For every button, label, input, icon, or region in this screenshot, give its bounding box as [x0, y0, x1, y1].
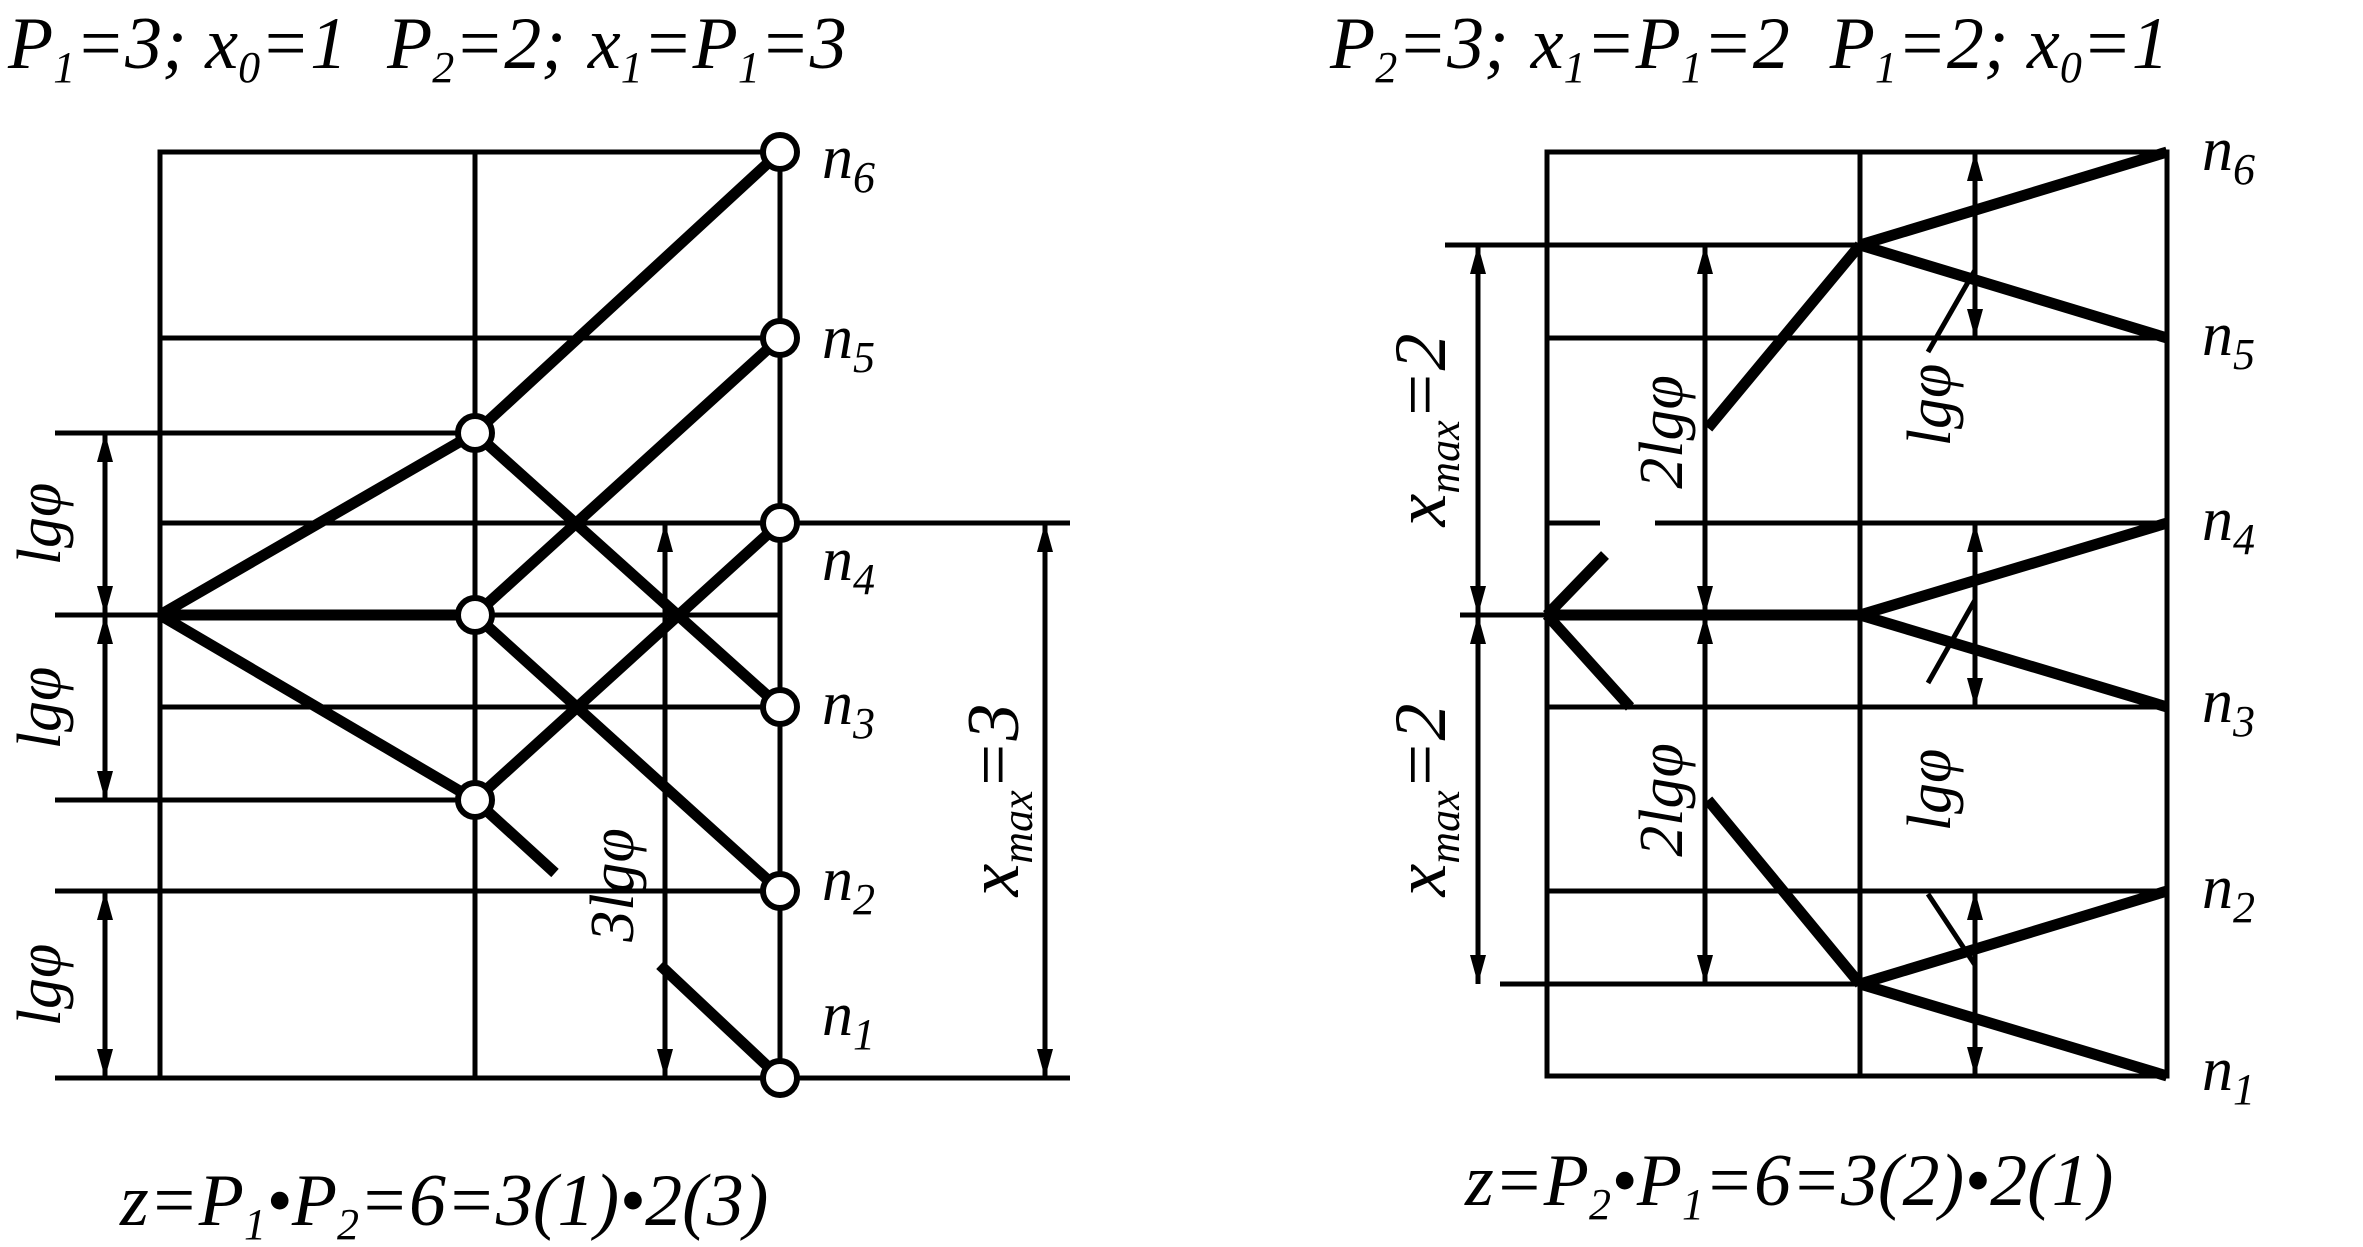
right-speed-labels: n6 n5 n4 n3 n2 n1: [2202, 116, 2255, 1114]
right-formula: z=P2•P1=6=3(2)•2(1): [1464, 1140, 2113, 1229]
right-n2: n2: [2202, 854, 2255, 932]
right-two-lg-lower: 2lgφ: [1628, 743, 1696, 857]
left-speed-labels: n6 n5 n4 n3 n2 n1: [822, 124, 875, 1059]
left-xmax: xmax=3: [953, 703, 1042, 897]
left-lg-upper: lgφ: [6, 483, 74, 566]
left-formula: z=P1•P2=6=3(1)•2(3): [119, 1160, 768, 1247]
right-n6: n6: [2202, 116, 2255, 194]
right-lg-lower: lgφ: [1896, 749, 1964, 832]
left-speed-rays: [157, 147, 784, 1083]
right-n4: n4: [2202, 486, 2255, 564]
left-three-lg: 3lgφ: [579, 828, 647, 943]
right-lg-upper: lgφ: [1896, 364, 1964, 447]
right-two-lg-upper: 2lgφ: [1628, 375, 1696, 489]
left-n6: n6: [822, 124, 875, 202]
left-n3: n3: [822, 670, 875, 748]
right-speed-rays: [1542, 146, 2169, 1082]
left-dimension-arrows: [97, 433, 1053, 1078]
right-xmax-upper: xmax=2: [1380, 333, 1469, 527]
left-interval-labels: lgφ lgφ lgφ 3lgφ xmax=3: [6, 483, 1042, 1027]
right-interval-labels: xmax=2 xmax=2 2lgφ 2lgφ lgφ lgφ: [1380, 333, 1964, 897]
left-n5: n5: [822, 304, 875, 382]
right-n5: n5: [2202, 301, 2255, 379]
right-n3: n3: [2202, 668, 2255, 746]
right-n1: n1: [2202, 1036, 2255, 1114]
right-dimension-arrows: [1470, 152, 1983, 1076]
left-n4: n4: [822, 526, 875, 604]
left-nodes: [455, 132, 800, 1098]
left-lg-middle: lgφ: [6, 667, 74, 750]
left-lg-lower: lgφ: [6, 944, 74, 1027]
left-n1: n1: [822, 981, 875, 1059]
right-xmax-lower: xmax=2: [1380, 703, 1469, 897]
left-n2: n2: [822, 846, 875, 924]
